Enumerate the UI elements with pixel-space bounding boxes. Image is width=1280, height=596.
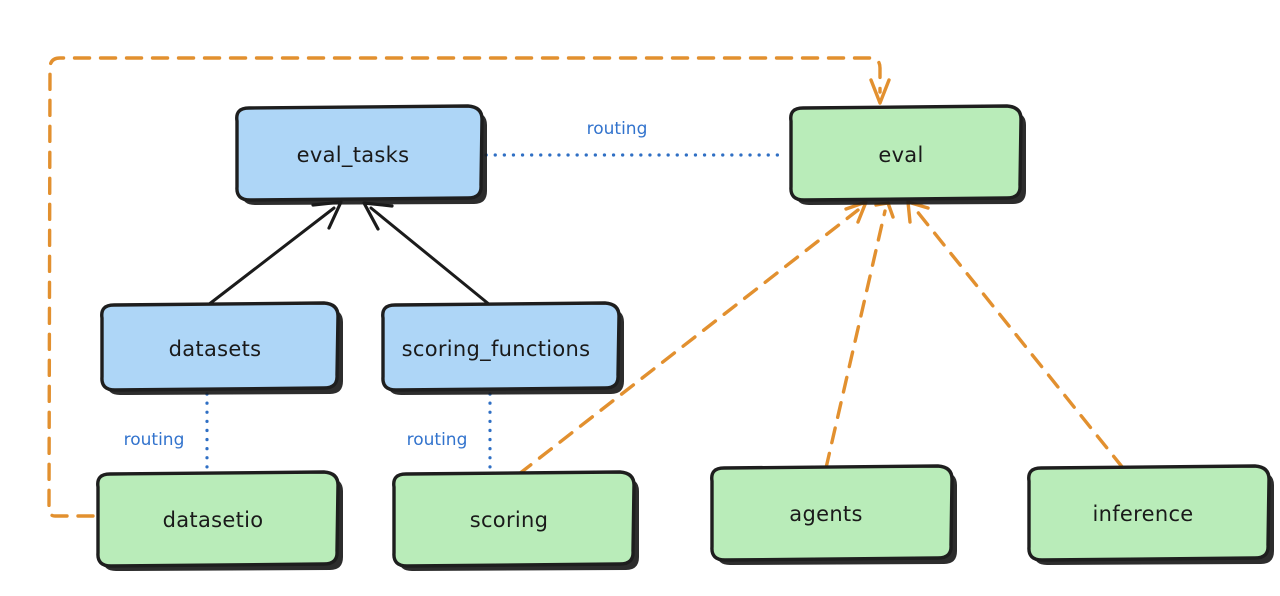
node-agents[interactable]: agents [710, 464, 957, 565]
node-scoring-functions-label: scoring_functions [402, 337, 591, 362]
node-eval-label: eval [878, 143, 923, 167]
node-datasetio-label: datasetio [163, 508, 264, 532]
node-scoring-label: scoring [470, 508, 549, 532]
node-agents-label: agents [789, 502, 862, 526]
edge-label-routing-eval-tasks-eval: routing [587, 119, 648, 139]
edge-datasetio-to-eval [47, 56, 891, 518]
node-eval-tasks[interactable]: eval_tasks [235, 104, 487, 205]
node-scoring[interactable]: scoring [392, 470, 639, 571]
edge-agents-to-eval [824, 201, 895, 470]
node-eval-tasks-label: eval_tasks [297, 143, 410, 168]
edge-datasets-to-eval-tasks [206, 200, 343, 307]
node-inference-label: inference [1092, 502, 1193, 526]
node-eval[interactable]: eval [789, 104, 1026, 205]
edge-label-routing-datasets-datasetio: routing [124, 430, 185, 450]
edge-inference-to-eval [906, 200, 1125, 470]
node-scoring-functions[interactable]: scoring_functions [381, 301, 624, 395]
edge-label-layer: routing routing routing [124, 119, 648, 450]
node-datasets[interactable]: datasets [100, 301, 343, 395]
edge-label-routing-scoring-functions-scoring: routing [407, 430, 468, 450]
node-inference[interactable]: inference [1027, 464, 1274, 565]
edge-scoring-functions-to-eval-tasks [362, 201, 492, 307]
node-datasetio[interactable]: datasetio [96, 470, 343, 571]
node-datasets-label: datasets [169, 337, 262, 361]
node-layer: eval_tasks eval datasets scoring_functio… [96, 104, 1274, 571]
